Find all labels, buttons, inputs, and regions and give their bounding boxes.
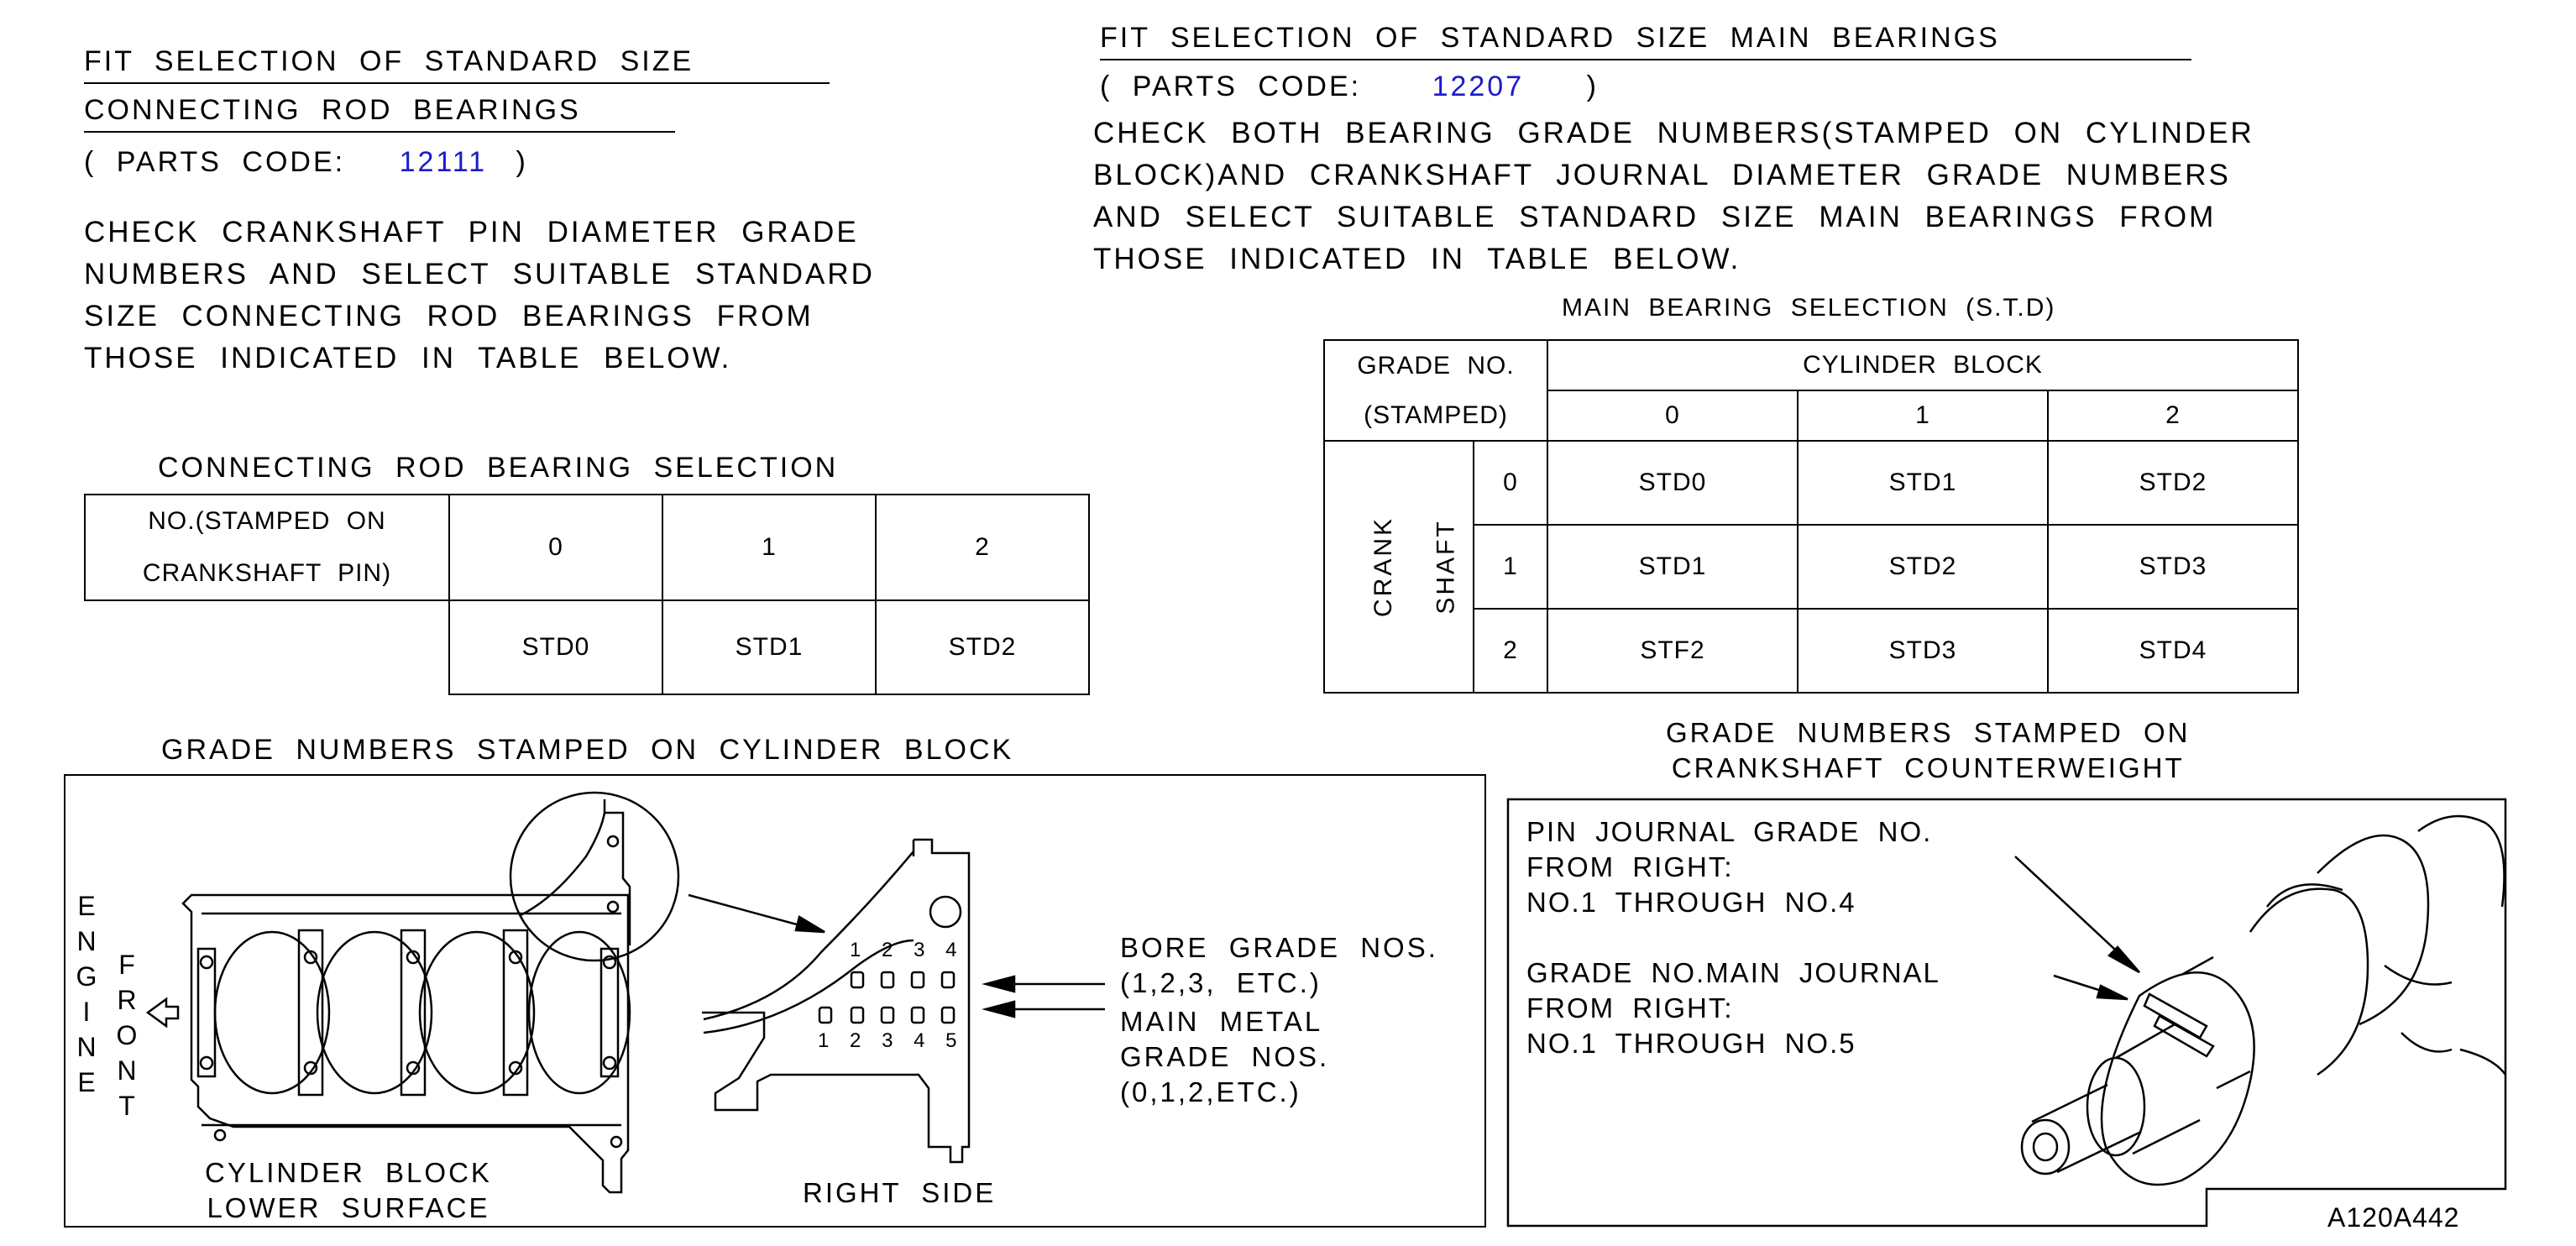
front-label: FRONT: [116, 950, 138, 1121]
crank-figure-title: GRADE NUMBERS STAMPED ON CRANKSHAFT COUN…: [1666, 715, 2190, 786]
parts-code-close: ): [1586, 71, 1599, 102]
stamp-digit: 4: [914, 1029, 925, 1052]
main-bearing-cell: STD3: [1797, 608, 2049, 694]
rod-parts-code-row: ( PARTS CODE: 12111 ): [84, 141, 528, 183]
rod-bearing-cell: STD0: [448, 599, 663, 695]
pin-line2: FROM RIGHT:: [1526, 851, 1734, 882]
stamp-digit: 2: [882, 939, 893, 961]
block-outline: [181, 893, 630, 1194]
main-journal-line2: FROM RIGHT:: [1526, 992, 1734, 1024]
main-journal-line3: NO.1 THROUGH NO.5: [1526, 1028, 1856, 1059]
main-metal-label: MAIN METAL GRADE NOS. (0,1,2,ETC.): [1120, 1004, 1329, 1110]
stamp-digit: 4: [945, 939, 957, 961]
crankshaft-label: CRANK SHAFT: [1323, 440, 1474, 694]
cylinder-block-label: CYLINDER BLOCK: [1547, 339, 2299, 391]
crank-title-line2: CRANKSHAFT COUNTERWEIGHT: [1671, 752, 2185, 783]
main-title: FIT SELECTION OF STANDARD SIZE MAIN BEAR…: [1100, 17, 2191, 60]
bore-grade-line1: BORE GRADE NOS.: [1120, 932, 1438, 963]
rod-grade-cell: 2: [875, 494, 1090, 601]
stamp-digit: 3: [914, 939, 925, 961]
parts-code-label: ( PARTS CODE:: [1100, 71, 1362, 102]
rod-bearing-cell: STD1: [662, 599, 877, 695]
lower-surface-line1: CYLINDER BLOCK: [205, 1157, 492, 1188]
figure-id: A120A442: [2327, 1202, 2460, 1233]
rod-grade-cell: 0: [448, 494, 663, 601]
pin-line3: NO.1 THROUGH NO.4: [1526, 887, 1856, 918]
rod-header-line1: NO.(STAMPED ON: [148, 507, 386, 535]
main-bearing-cell: STD3: [2047, 524, 2299, 610]
rod-title-line2: CONNECTING ROD BEARINGS: [84, 89, 675, 133]
main-metal-line1: MAIN METAL: [1120, 1006, 1323, 1037]
main-metal-line2: GRADE NOS.: [1120, 1041, 1330, 1072]
stamp-digit: 2: [850, 1029, 861, 1052]
rod-table-title: CONNECTING ROD BEARING SELECTION: [158, 452, 839, 484]
main-parts-code-row: ( PARTS CODE: 12207 ): [1100, 65, 1599, 107]
main-metal-stamp-numbers: 1 2 3 4 5: [818, 1029, 956, 1053]
engine-label: ENGINE: [76, 891, 97, 1097]
crank-title-line1: GRADE NUMBERS STAMPED ON: [1666, 717, 2191, 748]
front-arrow-icon: [145, 997, 180, 1029]
rod-parts-code: 12111: [399, 146, 488, 178]
pin-line1: PIN JOURNAL GRADE NO.: [1526, 816, 1933, 847]
main-bearing-cell: STD0: [1547, 440, 1798, 526]
rod-bearing-table: NO.(STAMPED ON CRANKSHAFT PIN) 0 1 2 STD…: [84, 494, 1090, 695]
stamp-digit: 5: [945, 1029, 957, 1052]
block-grade-cell: 2: [2047, 390, 2299, 442]
main-journal-line1: GRADE NO.MAIN JOURNAL: [1526, 957, 1940, 988]
block-figure-frame: [64, 774, 1486, 1228]
rod-empty-cell: [85, 599, 450, 694]
rod-grade-cell: 1: [662, 494, 877, 601]
main-table-title: MAIN BEARING SELECTION (S.T.D): [1562, 294, 2056, 322]
rod-bearing-cell: STD2: [875, 599, 1090, 695]
stamp-digit: 1: [818, 1029, 830, 1052]
main-bearing-cell: STF2: [1547, 608, 1798, 694]
bore-grade-line2: (1,2,3, ETC.): [1120, 967, 1322, 998]
main-bearing-cell: STD2: [1797, 524, 2049, 610]
block-grade-cell: 1: [1797, 390, 2049, 442]
rod-header-line2: CRANKSHAFT PIN): [142, 559, 392, 587]
parts-code-close: ): [516, 146, 528, 178]
rod-title-line1: FIT SELECTION OF STANDARD SIZE: [84, 40, 830, 84]
main-bearing-cell: STD1: [1797, 440, 2049, 526]
right-side-label: RIGHT SIDE: [803, 1177, 997, 1208]
crank-grade-cell: 2: [1473, 608, 1548, 694]
bore-grade-label: BORE GRADE NOS. (1,2,3, ETC.): [1120, 930, 1438, 1001]
crankshaft-drawing: [2014, 814, 2507, 1186]
main-instructions: CHECK BOTH BEARING GRADE NUMBERS(STAMPED…: [1093, 117, 2254, 275]
crank-grade-cell: 0: [1473, 440, 1548, 526]
main-metal-line3: (0,1,2,ETC.): [1120, 1076, 1301, 1107]
stamped-label: (STAMPED): [1323, 390, 1548, 442]
stamp-digit: 3: [882, 1029, 893, 1052]
block-grade-cell: 0: [1547, 390, 1798, 442]
grade-no-label: GRADE NO.: [1323, 339, 1548, 390]
main-bearing-cell: STD1: [1547, 524, 1798, 610]
pin-journal-note: PIN JOURNAL GRADE NO. FROM RIGHT: NO.1 T…: [1526, 814, 1932, 920]
main-bearing-cell: STD2: [2047, 440, 2299, 526]
main-parts-code: 12207: [1432, 71, 1525, 102]
lower-surface-label: CYLINDER BLOCK LOWER SURFACE: [205, 1155, 492, 1226]
block-figure-title: GRADE NUMBERS STAMPED ON CYLINDER BLOCK: [161, 734, 1014, 766]
lower-surface-line2: LOWER SURFACE: [207, 1192, 490, 1223]
right-side-outline: [702, 838, 971, 1164]
rod-instructions: CHECK CRANKSHAFT PIN DIAMETER GRADE NUMB…: [84, 216, 875, 374]
crank-grade-cell: 1: [1473, 524, 1548, 610]
rod-table-header: NO.(STAMPED ON CRANKSHAFT PIN): [84, 494, 450, 601]
bore-stamp-numbers: 1 2 3 4: [850, 939, 956, 962]
main-journal-note: GRADE NO.MAIN JOURNAL FROM RIGHT: NO.1 T…: [1526, 955, 1940, 1061]
main-bearing-table: GRADE NO. CYLINDER BLOCK (STAMPED) 0 1 2…: [1323, 339, 2299, 694]
parts-code-label: ( PARTS CODE:: [84, 146, 346, 178]
main-bearing-cell: STD4: [2047, 608, 2299, 694]
stamp-digit: 1: [850, 939, 861, 961]
